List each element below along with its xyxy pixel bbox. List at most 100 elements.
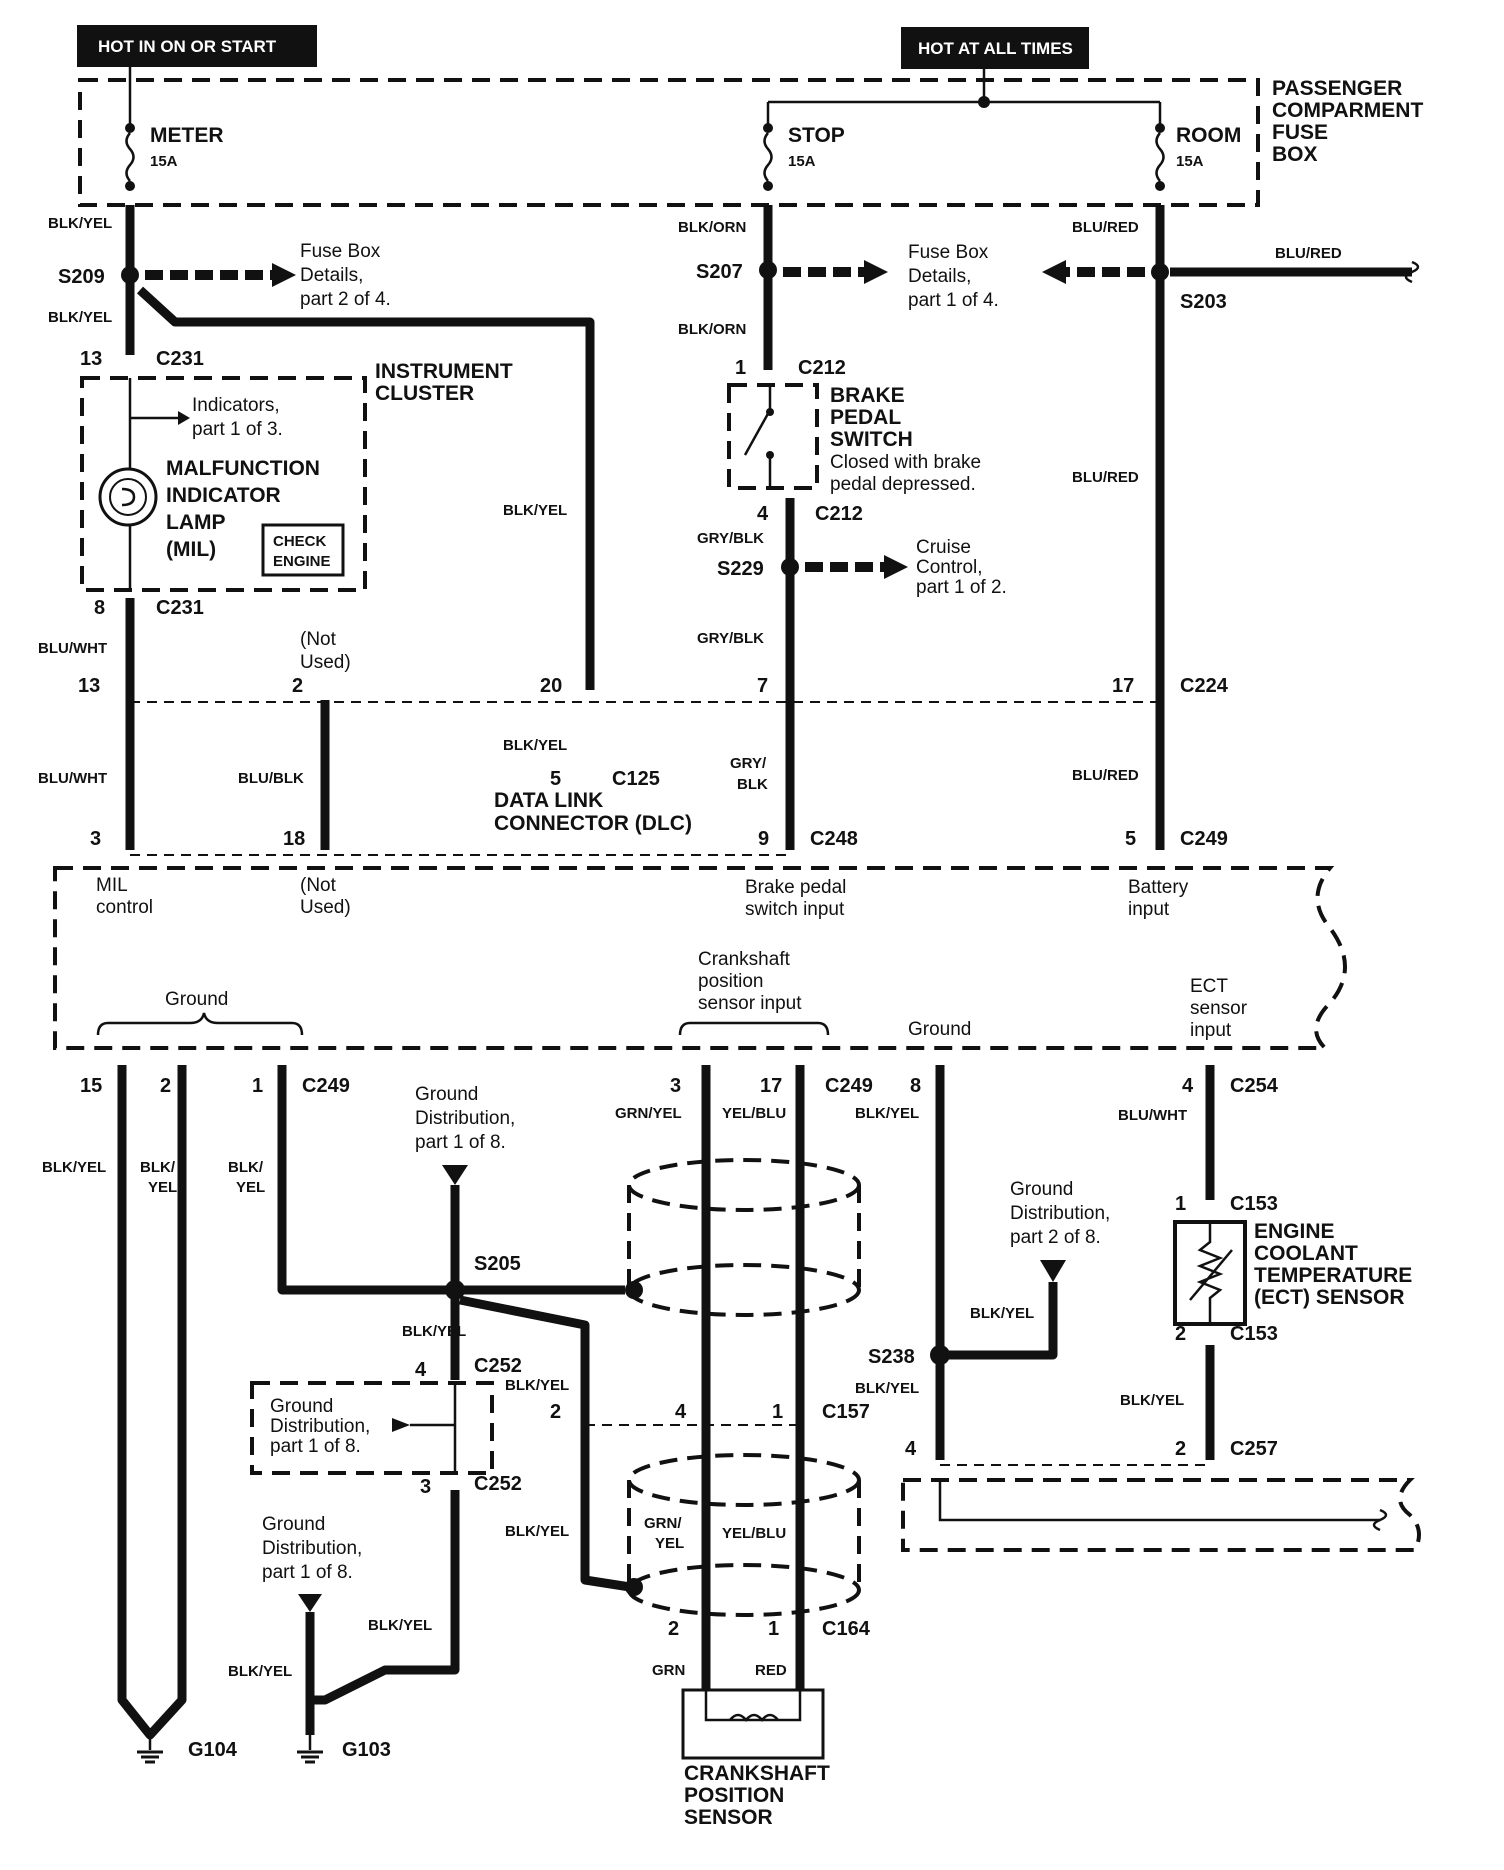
brake-switch-pivot — [766, 408, 774, 416]
ecm-ect-input-l1: ECT — [1190, 976, 1228, 997]
ground-left-brace — [96, 1012, 304, 1036]
wire-c249-1-to-s205 — [277, 1065, 625, 1295]
ref-fuse-details-2-l2: Details, — [300, 265, 363, 286]
mil-lamp-filament — [121, 487, 136, 507]
pin-15-c249: 15 — [80, 1075, 102, 1097]
wire-label-grn: GRN — [652, 1662, 685, 1679]
pin-5-c125: 5 — [550, 768, 561, 790]
wire-label-grn-lower: GRN/ — [644, 1515, 682, 1532]
brake-switch-label-3: SWITCH — [830, 428, 913, 451]
brake-switch-contacts — [743, 385, 772, 488]
check-engine-icon — [261, 523, 345, 577]
ground-g104: G104 — [188, 1739, 238, 1761]
connector-c257: C257 — [1230, 1438, 1278, 1460]
pin-2-c224: 2 — [292, 675, 303, 697]
wire-ckp-pigtail — [701, 1648, 805, 1690]
fuse-box-outline — [78, 78, 1260, 207]
wire-label-blk-g2a: BLK/ — [140, 1159, 176, 1176]
wire-label-blk-yel-r2: BLK/YEL — [970, 1305, 1034, 1322]
shield-upper — [627, 1158, 861, 1317]
brake-switch-note-2: pedal depressed. — [830, 474, 976, 495]
fuse-room: ROOM 15A — [1155, 123, 1241, 191]
ground-g103: G103 — [342, 1739, 391, 1761]
ref-cruise-l2: Control, — [916, 557, 983, 578]
ecm-outline — [53, 866, 1347, 1050]
splice-s229: S229 — [717, 558, 764, 580]
ckp-sensor-icon — [681, 1688, 825, 1760]
wire-label-blu-red-1: BLU/RED — [1072, 219, 1139, 236]
fuse-stop: STOP 15A — [763, 123, 845, 191]
ref-ground-dist-1c-l2: Distribution, — [262, 1538, 362, 1559]
ecm-mil-control-l2: control — [96, 897, 153, 918]
pin-17-c224: 17 — [1112, 675, 1134, 697]
check-engine-l2: ENGINE — [273, 553, 331, 570]
fuse-box-label-2: COMPARMENT — [1272, 99, 1423, 122]
ecm-ckp-input-l3: sensor input — [698, 993, 802, 1014]
wire-label-blk-orn-1: BLK/ORN — [678, 219, 746, 236]
wire-label-gry-blk-2: GRY/BLK — [697, 630, 764, 647]
ref-fuse-details-1-l1: Fuse Box — [908, 242, 989, 263]
splice-s203: S203 — [1180, 291, 1227, 313]
wire-label-blk-yel-r3: BLK/YEL — [855, 1380, 919, 1397]
mil-lamp-icon — [98, 467, 158, 527]
ecm-brake-input-l1: Brake pedal — [745, 877, 846, 898]
wire-label-blk-yel-g1: BLK/YEL — [42, 1159, 106, 1176]
connector-c252-bottom: C252 — [474, 1473, 522, 1495]
wire-label-blu-wht-2: BLU/WHT — [38, 770, 107, 787]
ckp-input-brace — [678, 1021, 830, 1036]
connector-c164: C164 — [822, 1618, 871, 1640]
ecm-not-used-l1: (Not — [300, 875, 337, 896]
pin-2-c249: 2 — [160, 1075, 171, 1097]
instrument-cluster-label-1: INSTRUMENT — [375, 360, 513, 383]
wire-label-blu-red-3: BLU/RED — [1072, 469, 1139, 486]
ref-ground-dist-2-l3: part 2 of 8. — [1010, 1227, 1101, 1248]
wire-label-blu-wht-ect: BLU/WHT — [1118, 1107, 1187, 1124]
splice-s229-dot — [781, 558, 799, 576]
splice-s209: S209 — [58, 266, 105, 288]
splice-s205-dot — [445, 1280, 465, 1300]
wire-label-blk: BLK — [737, 776, 768, 793]
ref-ground-dist-1c-l3: part 1 of 8. — [262, 1562, 353, 1583]
wire-label-blu-blk: BLU/BLK — [238, 770, 304, 787]
header-hot-at-all-times: HOT AT ALL TIMES — [918, 39, 1073, 58]
fuse-stop-name: STOP — [788, 124, 845, 147]
connector-c231-top: C231 — [156, 348, 204, 370]
mil-label-3: LAMP — [166, 511, 226, 534]
mil-label-1: MALFUNCTION — [166, 457, 320, 480]
connector-c125: C125 — [612, 768, 660, 790]
wire-label-yel-blu: YEL/BLU — [722, 1105, 786, 1122]
wire-label-red: RED — [755, 1662, 787, 1679]
ground-dist-box — [250, 1381, 494, 1475]
pin-2-c257: 2 — [1175, 1438, 1186, 1460]
wire-label-blk-orn-2: BLK/ORN — [678, 321, 746, 338]
ref-ground-dist-1a-l3: part 1 of 8. — [415, 1132, 506, 1153]
wire-label-yel-lower: YEL — [655, 1535, 684, 1552]
brake-switch-label-1: BRAKE — [830, 384, 905, 407]
not-used-top-l2: Used) — [300, 652, 351, 673]
pin-4-c252: 4 — [415, 1359, 427, 1381]
ecm-brake-input-l2: switch input — [745, 899, 845, 920]
connector-c249-top: C249 — [1180, 828, 1228, 850]
wire-label-blk-yel-s205c: BLK/YEL — [402, 1323, 466, 1340]
header-hot-in-on-or-start: HOT IN ON OR START — [98, 37, 277, 56]
not-used-top-l1: (Not — [300, 629, 337, 650]
ect-sensor-label-4: (ECT) SENSOR — [1254, 1286, 1405, 1309]
brake-switch-note-1: Closed with brake — [830, 452, 981, 473]
ecm-mil-control-l1: MIL — [96, 875, 128, 896]
splice-s207-dot — [759, 261, 777, 279]
instrument-cluster-label-2: CLUSTER — [375, 382, 474, 405]
ecm-ground-right: Ground — [908, 1019, 971, 1040]
wire-label-blk-s205a: BLK/ — [228, 1159, 264, 1176]
ref-ground-dist-2-l2: Distribution, — [1010, 1203, 1110, 1224]
fuse-meter-name: METER — [150, 124, 224, 147]
fuse-box-label-3: FUSE — [1272, 121, 1328, 144]
arrowhead-fuse-details-2 — [272, 263, 296, 287]
brake-switch-contact — [766, 451, 774, 459]
wire-label-blu-red-4: BLU/RED — [1072, 767, 1139, 784]
wire-label-blk-yel-1: BLK/YEL — [48, 215, 112, 232]
ecm-not-used-l2: Used) — [300, 897, 351, 918]
wire-label-blk-yel-dlc2: BLK/YEL — [503, 737, 567, 754]
wire-label-blk-yel-g103b: BLK/YEL — [228, 1663, 292, 1680]
fuse-box-label-4: BOX — [1272, 143, 1318, 166]
